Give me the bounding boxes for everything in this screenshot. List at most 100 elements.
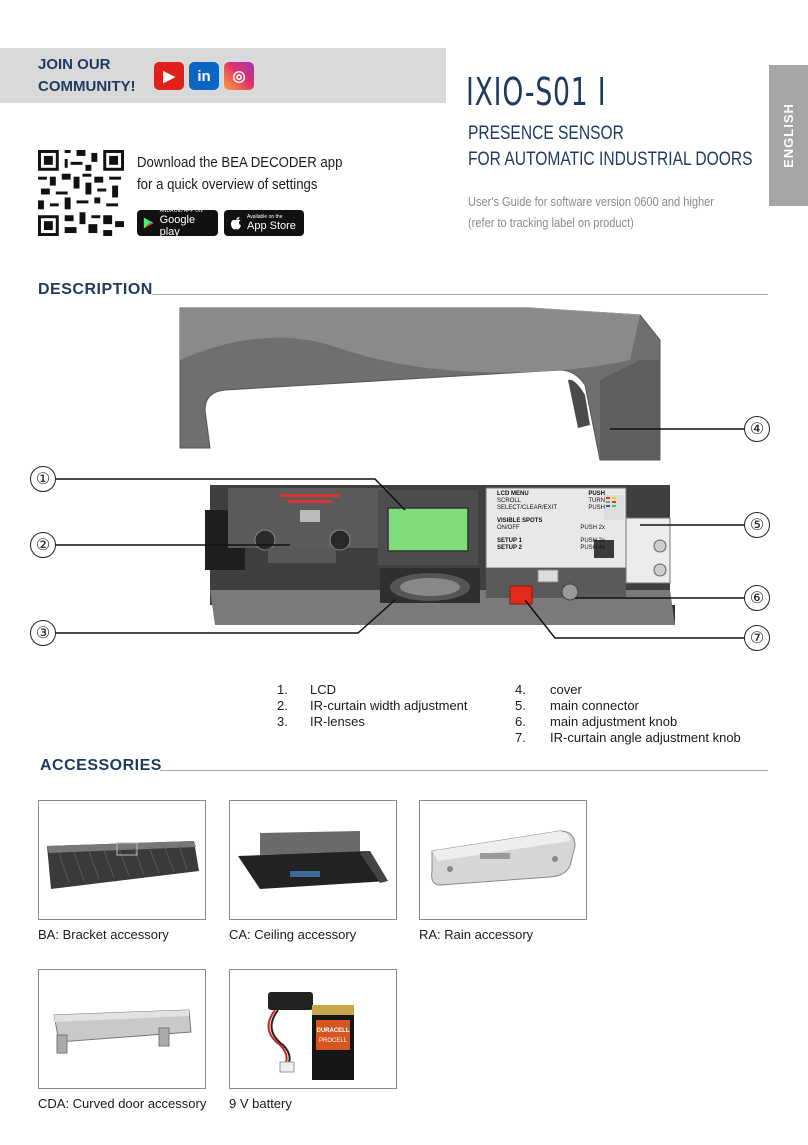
product-title: IXIO-S01 I xyxy=(466,70,607,114)
guide-version-note: User's Guide for software version 0600 a… xyxy=(468,191,714,233)
battery-brand: DURACELL xyxy=(316,1028,350,1034)
app-store-big: App Store xyxy=(247,220,296,232)
panel-visible-spots: VISIBLE SPOTS xyxy=(497,518,543,524)
google-play-icon xyxy=(143,217,154,229)
legend-label: main connector xyxy=(550,698,639,713)
legend-num: 7. xyxy=(515,730,526,745)
section-divider-accessories xyxy=(160,770,768,771)
legend-label: main adjustment knob xyxy=(550,714,678,729)
accessory-bracket-image xyxy=(38,800,206,920)
panel-row-menu: LCD MENU PUSH xyxy=(497,491,605,498)
guide-line2: (refer to tracking label on product) xyxy=(468,215,634,230)
cover-illustration xyxy=(179,307,661,461)
legend-left: 1. LCD 2. IR-curtain width adjustment 3.… xyxy=(277,682,497,742)
community-title-line2: COMMUNITY! xyxy=(38,78,136,95)
instagram-icon[interactable]: ◎ xyxy=(224,62,254,90)
legend-label: IR-lenses xyxy=(310,714,365,729)
ceiling-illustration xyxy=(238,831,388,889)
legend-num: 5. xyxy=(515,698,526,713)
youtube-icon[interactable]: ▶ xyxy=(154,62,184,90)
product-subtitle-line1: PRESENCE SENSOR xyxy=(468,123,624,144)
panel-row-onoff: ON/OFF PUSH 2x xyxy=(497,525,605,532)
panel-lcd-menu: LCD MENU xyxy=(497,491,529,497)
legend-item: 2. IR-curtain width adjustment xyxy=(277,698,497,714)
linkedin-glyph: in xyxy=(197,67,211,85)
legend-num: 2. xyxy=(277,698,288,713)
legend-num: 1. xyxy=(277,682,288,697)
legend-item: 1. LCD xyxy=(277,682,497,698)
section-title-description: DESCRIPTION xyxy=(38,281,153,298)
legend-right: 4. cover 5. main connector 6. main adjus… xyxy=(515,682,775,748)
qr-code-icon[interactable] xyxy=(38,150,124,236)
legend-item: 7. IR-curtain angle adjustment knob xyxy=(515,730,775,746)
legend-item: 4. cover xyxy=(515,682,775,698)
community-title: JOIN OUR COMMUNITY! xyxy=(38,54,158,98)
legend-item: 5. main connector xyxy=(515,698,775,714)
youtube-glyph: ▶ xyxy=(163,68,175,85)
battery-illustration xyxy=(267,992,354,1080)
instagram-glyph: ◎ xyxy=(232,68,246,85)
accessory-curved-door-image xyxy=(38,969,206,1089)
callout-7: ⑦ xyxy=(744,625,770,651)
legend-label: LCD xyxy=(310,682,337,697)
panel-push2: PUSH xyxy=(588,505,605,511)
linkedin-icon[interactable]: in xyxy=(189,62,219,90)
accessory-ceiling-image xyxy=(229,800,397,920)
panel-setup1-push: PUSH 2x xyxy=(580,538,605,544)
callout-4: ④ xyxy=(744,416,770,442)
panel-push-2x: PUSH 2x xyxy=(580,525,605,531)
callout-2: ② xyxy=(30,532,56,558)
apple-icon xyxy=(231,217,241,230)
bracket-illustration xyxy=(47,841,199,889)
panel-onoff: ON/OFF xyxy=(497,525,520,531)
legend-label: IR-curtain width adjustment xyxy=(310,698,468,713)
community-banner xyxy=(0,48,446,103)
product-subtitle: PRESENCE SENSOR FOR AUTOMATIC INDUSTRIAL… xyxy=(468,121,753,173)
battery-sub: PROCELL xyxy=(318,1038,347,1044)
accessory-caption: 9 V battery xyxy=(229,1096,292,1111)
app-store-label: Available on the App Store xyxy=(247,214,296,232)
curved-door-illustration xyxy=(53,1009,192,1054)
leader-lines xyxy=(55,428,745,639)
legend-num: 3. xyxy=(277,714,288,729)
panel-push: PUSH xyxy=(588,491,605,497)
google-play-small: ANDROID APP ON xyxy=(159,208,203,214)
legend-label: IR-curtain angle adjustment knob xyxy=(550,730,741,745)
section-title-accessories: ACCESSORIES xyxy=(40,757,162,774)
sensor-illustration xyxy=(55,307,745,639)
app-store-button[interactable]: Available on the App Store xyxy=(224,210,304,236)
google-play-button[interactable]: ANDROID APP ON Google play xyxy=(137,208,218,238)
legend-label: cover xyxy=(550,682,582,697)
panel-scroll: SCROLL xyxy=(497,498,522,504)
panel-setup2: SETUP 2 xyxy=(497,545,522,551)
accessory-caption: RA: Rain accessory xyxy=(419,927,534,942)
accessory-battery-image: DURACELL PROCELL xyxy=(229,969,397,1089)
language-text: ENGLISH xyxy=(781,103,797,168)
panel-row-select: SELECT/CLEAR/EXIT PUSH xyxy=(497,505,605,512)
panel-setup1: SETUP 1 xyxy=(497,538,522,544)
panel-row-setup1: SETUP 1 PUSH 2x xyxy=(497,538,605,545)
legend-num: 4. xyxy=(515,682,526,697)
language-tab xyxy=(769,65,808,206)
panel-select: SELECT/CLEAR/EXIT xyxy=(497,505,558,511)
accessory-caption: CDA: Curved door accessory xyxy=(38,1096,207,1111)
app-download-text: Download the BEA DECODER app for a quick… xyxy=(137,152,342,196)
accessory-caption: CA: Ceiling accessory xyxy=(229,927,357,942)
app-text-line1: Download the BEA DECODER app xyxy=(137,154,343,171)
callout-6: ⑥ xyxy=(744,585,770,611)
google-play-label: ANDROID APP ON Google play xyxy=(160,208,212,238)
callout-5: ⑤ xyxy=(744,512,770,538)
callout-1: ① xyxy=(30,466,56,492)
legend-item: 3. IR-lenses xyxy=(277,714,497,730)
product-subtitle-line2: FOR AUTOMATIC INDUSTRIAL DOORS xyxy=(468,149,753,170)
accessory-rain-image xyxy=(419,800,587,920)
app-store-small: Available on the xyxy=(247,214,283,220)
google-play-big: Google play xyxy=(159,214,196,238)
app-text-line2: for a quick overview of settings xyxy=(137,176,318,193)
rain-illustration xyxy=(431,830,576,886)
legend-item: 6. main adjustment knob xyxy=(515,714,775,730)
community-title-line1: JOIN OUR xyxy=(38,56,111,73)
